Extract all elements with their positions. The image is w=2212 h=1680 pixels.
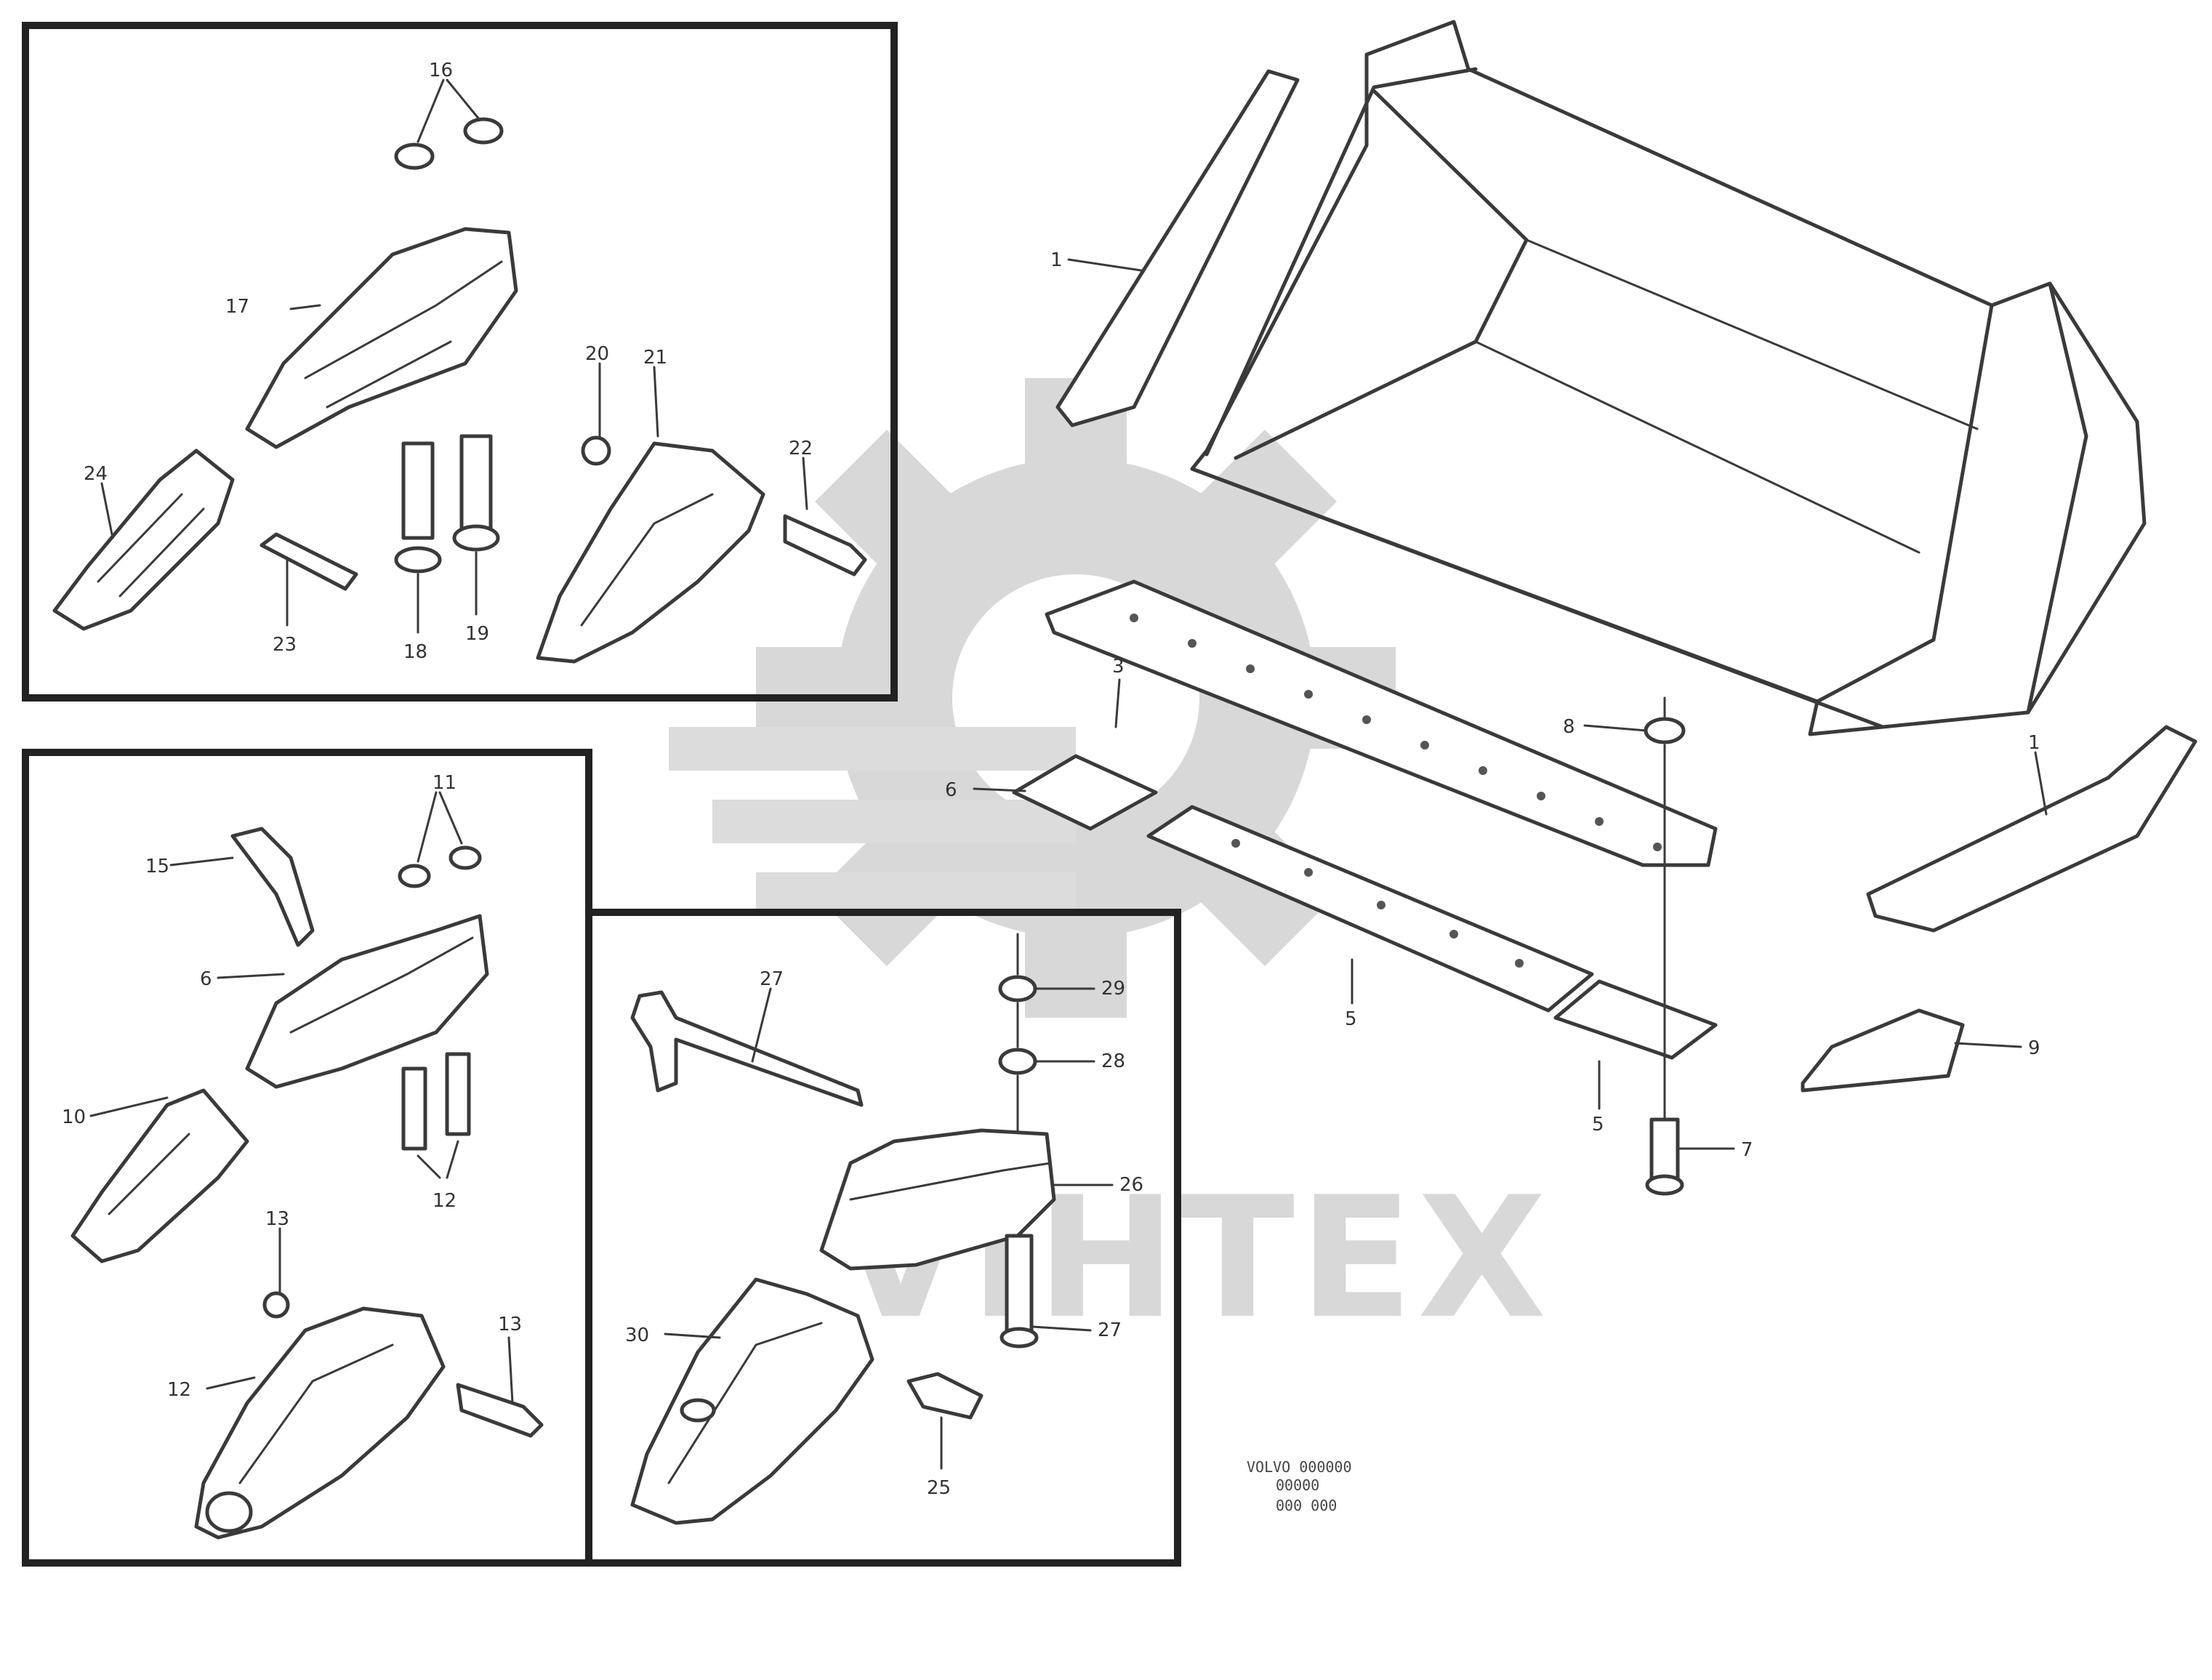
wear-segment: [1146, 805, 1594, 1013]
nut-right: [449, 845, 482, 870]
callout-nut-lower: 28: [1101, 1050, 1125, 1072]
tip-bl: [71, 1088, 249, 1263]
callout-pin-right: 22: [789, 438, 813, 459]
panel-bottom-left: 11 15 6 10 12 13 12 13: [22, 749, 592, 1567]
callout-pin-bl: 13: [498, 1314, 522, 1335]
edge-plate: [1012, 754, 1158, 831]
callout-bolt-right: 19: [465, 623, 489, 645]
stamp-line-1: VOLVO 000000: [1247, 1458, 1352, 1476]
callout-bolts: 12: [433, 1190, 457, 1212]
bolt-bm: [1005, 1234, 1034, 1333]
callout-side-plate-left: 1: [1050, 249, 1063, 271]
tip: [52, 449, 235, 631]
callout-bolt-left: 18: [403, 641, 427, 663]
panel-bottom-middle: 27 29 28 26 27 30 25: [585, 909, 1181, 1567]
bolt-b: [445, 1052, 471, 1136]
adapter: [245, 914, 489, 1089]
callout-nut-upper: 29: [1101, 978, 1125, 1000]
callout-bolt-bm: 27: [1098, 1319, 1122, 1341]
washer-bl: [262, 1291, 290, 1319]
callout-washer-bl: 13: [265, 1208, 289, 1230]
bucket: [1190, 20, 2147, 736]
callout-segment-left: 5: [1345, 1008, 1357, 1030]
retainer-left: [394, 142, 435, 170]
adapter-lower: [536, 441, 765, 664]
washer: [581, 435, 611, 466]
callout-cutting-edge: 3: [1112, 656, 1125, 678]
side-plate-left: [1055, 69, 1300, 427]
callout-retainers: 16: [429, 60, 453, 81]
pin-bl: [456, 1383, 544, 1438]
adapter-bm: [819, 1128, 1056, 1271]
nut: [1644, 696, 1686, 744]
callout-tip-bm: 30: [625, 1325, 649, 1346]
callout-screw: 7: [1741, 1139, 1753, 1161]
adapter-upper: [245, 227, 518, 449]
segment-end: [1553, 979, 1718, 1060]
shroud: [230, 827, 315, 947]
nut-left: [398, 864, 431, 888]
retainer-bm: [906, 1372, 984, 1420]
side-plate-right: [1866, 725, 2197, 933]
bolt-left: [401, 441, 435, 540]
cutting-edge: [1045, 579, 1718, 867]
tip-bm: [630, 1277, 874, 1525]
main-leaders: [973, 258, 2048, 1150]
bolt-a: [401, 1066, 427, 1151]
screw: [1645, 1117, 1684, 1196]
panel-top-left-frame: [22, 22, 898, 702]
callout-tip: 24: [84, 463, 108, 485]
callout-lock: 23: [273, 634, 297, 656]
panel-top-left: 16 17 24 23 18 19 20 21 22: [22, 22, 898, 702]
callout-nuts: 11: [433, 772, 457, 794]
callout-segment-right: 5: [1592, 1114, 1604, 1136]
callout-adapter-upper: 17: [225, 296, 249, 318]
callout-tooth: 9: [2028, 1037, 2040, 1059]
pin-right: [783, 514, 867, 576]
callout-adapter-bm: 26: [1119, 1174, 1143, 1196]
lock-pin: [630, 990, 864, 1107]
callout-retainer-bm: 25: [927, 1477, 951, 1499]
callout-shroud: 15: [145, 856, 169, 877]
tooth: [1801, 1008, 1965, 1093]
callout-side-plate-right: 1: [2028, 732, 2040, 754]
lock: [260, 532, 358, 591]
callout-washer: 20: [585, 343, 609, 365]
panel-bottom-middle-frame: [585, 909, 1181, 1567]
drawing-stamp: VOLVO 000000 00000 000 000: [1247, 1458, 1352, 1514]
callout-adapter-lower-bl: 12: [167, 1379, 191, 1401]
stamp-line-3: 000 000: [1276, 1497, 1337, 1514]
stamp-line-2: 00000: [1276, 1476, 1319, 1494]
callout-adapter-lower: 21: [643, 347, 667, 369]
callout-tip-bl: 10: [62, 1106, 86, 1128]
callout-edge-plate: 6: [945, 779, 957, 801]
retainer-right: [463, 117, 504, 145]
callout-lock-pin: 27: [760, 968, 784, 990]
callout-adapter-bl: 6: [200, 968, 212, 990]
callout-nut: 8: [1563, 716, 1575, 738]
main-view: 1 3 8 6 5 5 7 1 9: [945, 20, 2197, 1196]
bolt-right: [459, 434, 493, 533]
nut-upper: [998, 975, 1037, 1002]
adapter-lower-bl: [194, 1306, 446, 1540]
nut-lower: [998, 1048, 1037, 1075]
